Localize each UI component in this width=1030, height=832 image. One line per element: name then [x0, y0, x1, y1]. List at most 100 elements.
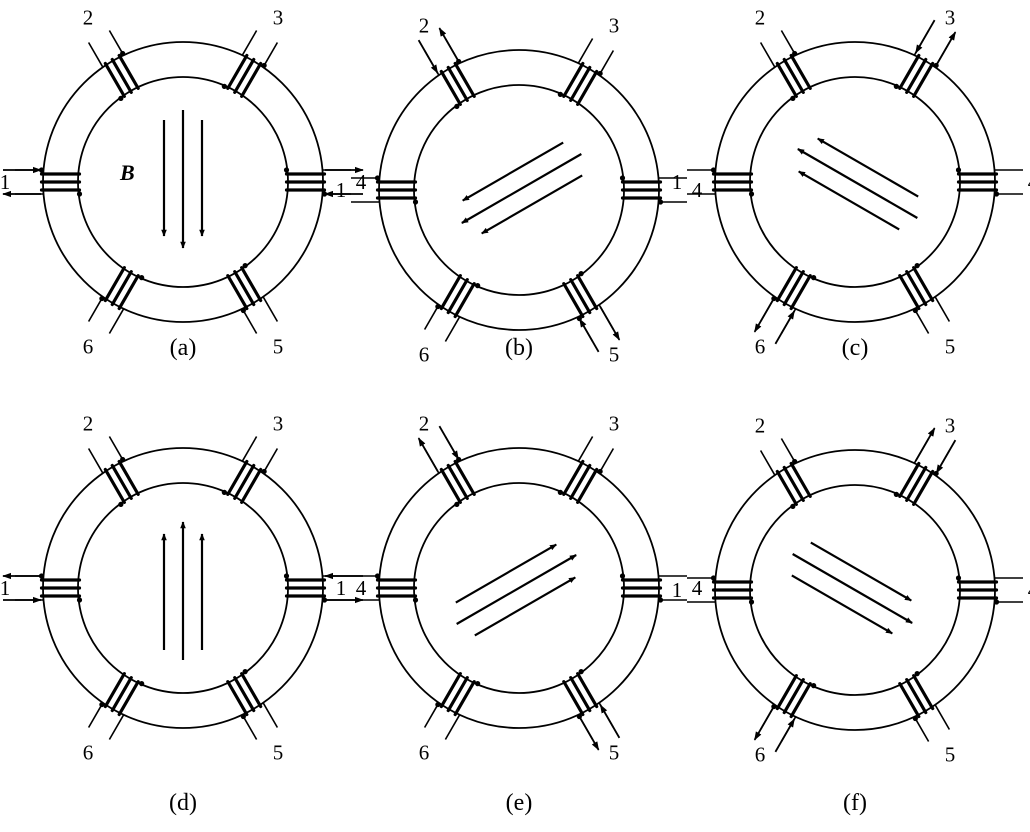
field-arrow: [797, 148, 918, 219]
coil-winding: [782, 270, 805, 307]
coil-2: 2: [755, 413, 812, 509]
panel-caption: (a): [170, 335, 197, 361]
coil-winding: [569, 463, 592, 500]
coil-5: 5: [226, 263, 283, 359]
coil-lead-wire: [759, 450, 776, 476]
coil-winding: [446, 65, 469, 102]
coil-winding: [240, 266, 263, 303]
current-direction-arrow: [753, 298, 775, 333]
coil-1: 1: [672, 167, 755, 197]
coil-terminal: [955, 575, 962, 581]
coil-terminal: [557, 91, 563, 97]
coil-winding: [576, 69, 599, 106]
coil-lead-wire: [241, 714, 258, 740]
coil-lead-wire: [262, 42, 279, 68]
coil-lead-wire: [598, 50, 615, 76]
coil-terminal: [283, 167, 290, 173]
coil-lead-wire: [108, 436, 125, 462]
coil-number-label: 1: [336, 178, 347, 202]
current-direction-arrow: [935, 439, 957, 474]
coil-4: 4: [283, 166, 367, 198]
coil-terminal: [955, 167, 962, 173]
coil-lead-wire: [423, 702, 440, 728]
coil-lead-wire: [87, 296, 104, 322]
coil-3: 3: [557, 411, 619, 504]
coil-lead-wire: [87, 702, 104, 728]
coil-winding: [569, 676, 592, 713]
coil-winding: [439, 467, 462, 504]
coil-winding: [576, 274, 599, 311]
field-arrow: [798, 170, 900, 231]
coil-number-label: 4: [1028, 170, 1030, 194]
magnetic-field-arrows: [455, 543, 577, 637]
coil-winding: [233, 270, 256, 307]
coil-number-label: 6: [419, 343, 430, 367]
coil-winding: [789, 274, 812, 311]
coil-number-label: 6: [755, 335, 766, 359]
panel-caption: (f): [843, 790, 867, 816]
coil-3: 3: [557, 13, 619, 106]
coil-winding: [562, 282, 585, 319]
coil-winding: [110, 463, 133, 500]
coil-number-label: 1: [672, 578, 683, 602]
field-arrow: [810, 541, 912, 602]
coil-winding: [912, 469, 935, 506]
coil-winding: [103, 61, 126, 98]
panel-caption: (e): [506, 790, 533, 816]
coil-winding: [912, 61, 935, 98]
coil-lead-wire: [577, 436, 594, 462]
current-direction-arrow: [438, 425, 460, 460]
coil-winding: [110, 57, 133, 94]
coil-winding: [226, 680, 249, 717]
coil-lead-wire: [444, 316, 461, 342]
magnetic-field-arrows: [161, 521, 205, 660]
coil-number-label: 5: [609, 741, 620, 765]
coil-lead-wire: [780, 438, 797, 464]
coil-terminal: [790, 503, 796, 509]
coil-1: 1: [672, 575, 755, 605]
coil-terminal: [914, 671, 920, 677]
coil-terminal: [242, 669, 248, 675]
field-arrow: [792, 553, 913, 624]
coil-lead-wire: [759, 42, 776, 68]
field-arrow: [461, 153, 582, 224]
coil-number-label: 4: [356, 170, 367, 194]
coil-terminal: [811, 275, 817, 281]
coil-number-label: 3: [945, 5, 956, 29]
coil-winding: [576, 672, 599, 709]
coil-terminal: [76, 597, 83, 603]
coil-terminal: [790, 95, 796, 101]
coil-number-label: 2: [419, 411, 430, 435]
coil-winding: [905, 465, 928, 502]
coil-number-label: 5: [945, 335, 956, 359]
coil-number-label: 4: [692, 178, 703, 202]
coil-number-label: 3: [273, 411, 284, 435]
coil-winding: [453, 61, 476, 98]
current-direction-arrow: [774, 718, 796, 753]
coil-terminal: [748, 191, 755, 197]
coil-terminal: [619, 573, 626, 579]
coil-3: 3: [221, 5, 283, 98]
coil-1: 1: [336, 175, 419, 205]
coil-terminal: [139, 681, 145, 687]
field-arrow: [817, 137, 919, 198]
coil-winding: [117, 680, 140, 717]
coil-winding: [905, 270, 928, 307]
magnetic-field-arrows: [791, 541, 913, 635]
coil-winding: [782, 678, 805, 715]
coil-6: 6: [753, 266, 817, 359]
coil-winding: [775, 674, 798, 711]
coil-number-label: 2: [755, 413, 766, 437]
coil-lead-wire: [934, 704, 951, 730]
coil-3: 3: [221, 411, 284, 504]
magnetic-field-arrows: [461, 141, 583, 235]
coil-lead-wire: [241, 436, 258, 462]
coil-lead-wire: [108, 30, 125, 56]
coil-number-label: 2: [83, 5, 94, 29]
coil-number-label: 4: [692, 576, 703, 600]
current-direction-arrow: [578, 318, 600, 353]
